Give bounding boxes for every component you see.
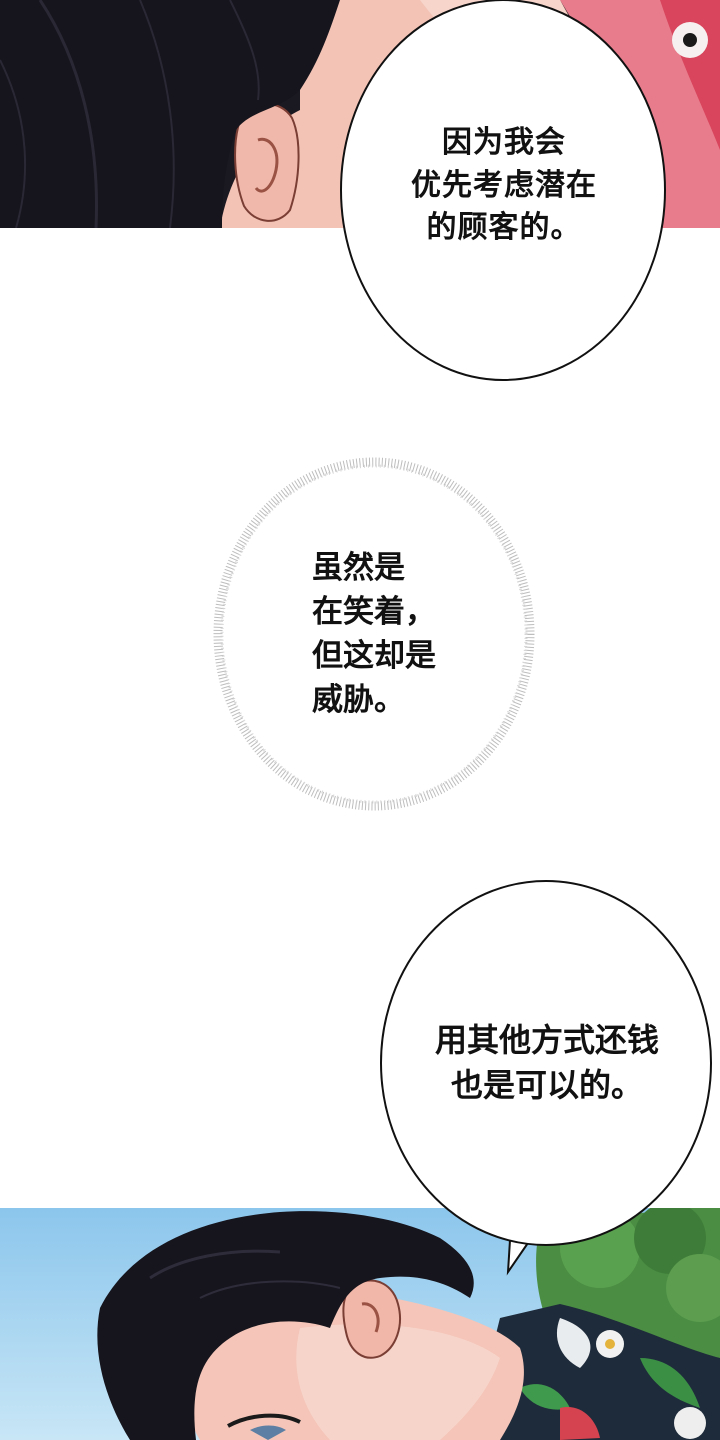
- thought-bubble-middle: 虽然是 在笑着， 但这却是 威胁。: [208, 452, 540, 816]
- speech-bubble-outline-with-tail: [380, 880, 712, 1276]
- bubble-text-bottom: 用其他方式还钱 也是可以的。: [434, 1020, 659, 1104]
- speech-bubble-outline: [340, 0, 666, 381]
- bubble-text-middle: 虽然是 在笑着， 但这却是 威胁。: [312, 549, 436, 719]
- speech-bubble-bottom: 用其他方式还钱 也是可以的。: [380, 880, 714, 1276]
- thought-bubble-outline: [213, 457, 535, 811]
- bottom-panel-artwork: [0, 1208, 720, 1440]
- speech-bubble-top: 因为我会 优先考虑潜在 的顾客的。: [340, 0, 668, 382]
- bottom-comic-panel: [0, 1208, 720, 1440]
- bubble-text-top: 因为我会 优先考虑潜在 的顾客的。: [411, 125, 597, 246]
